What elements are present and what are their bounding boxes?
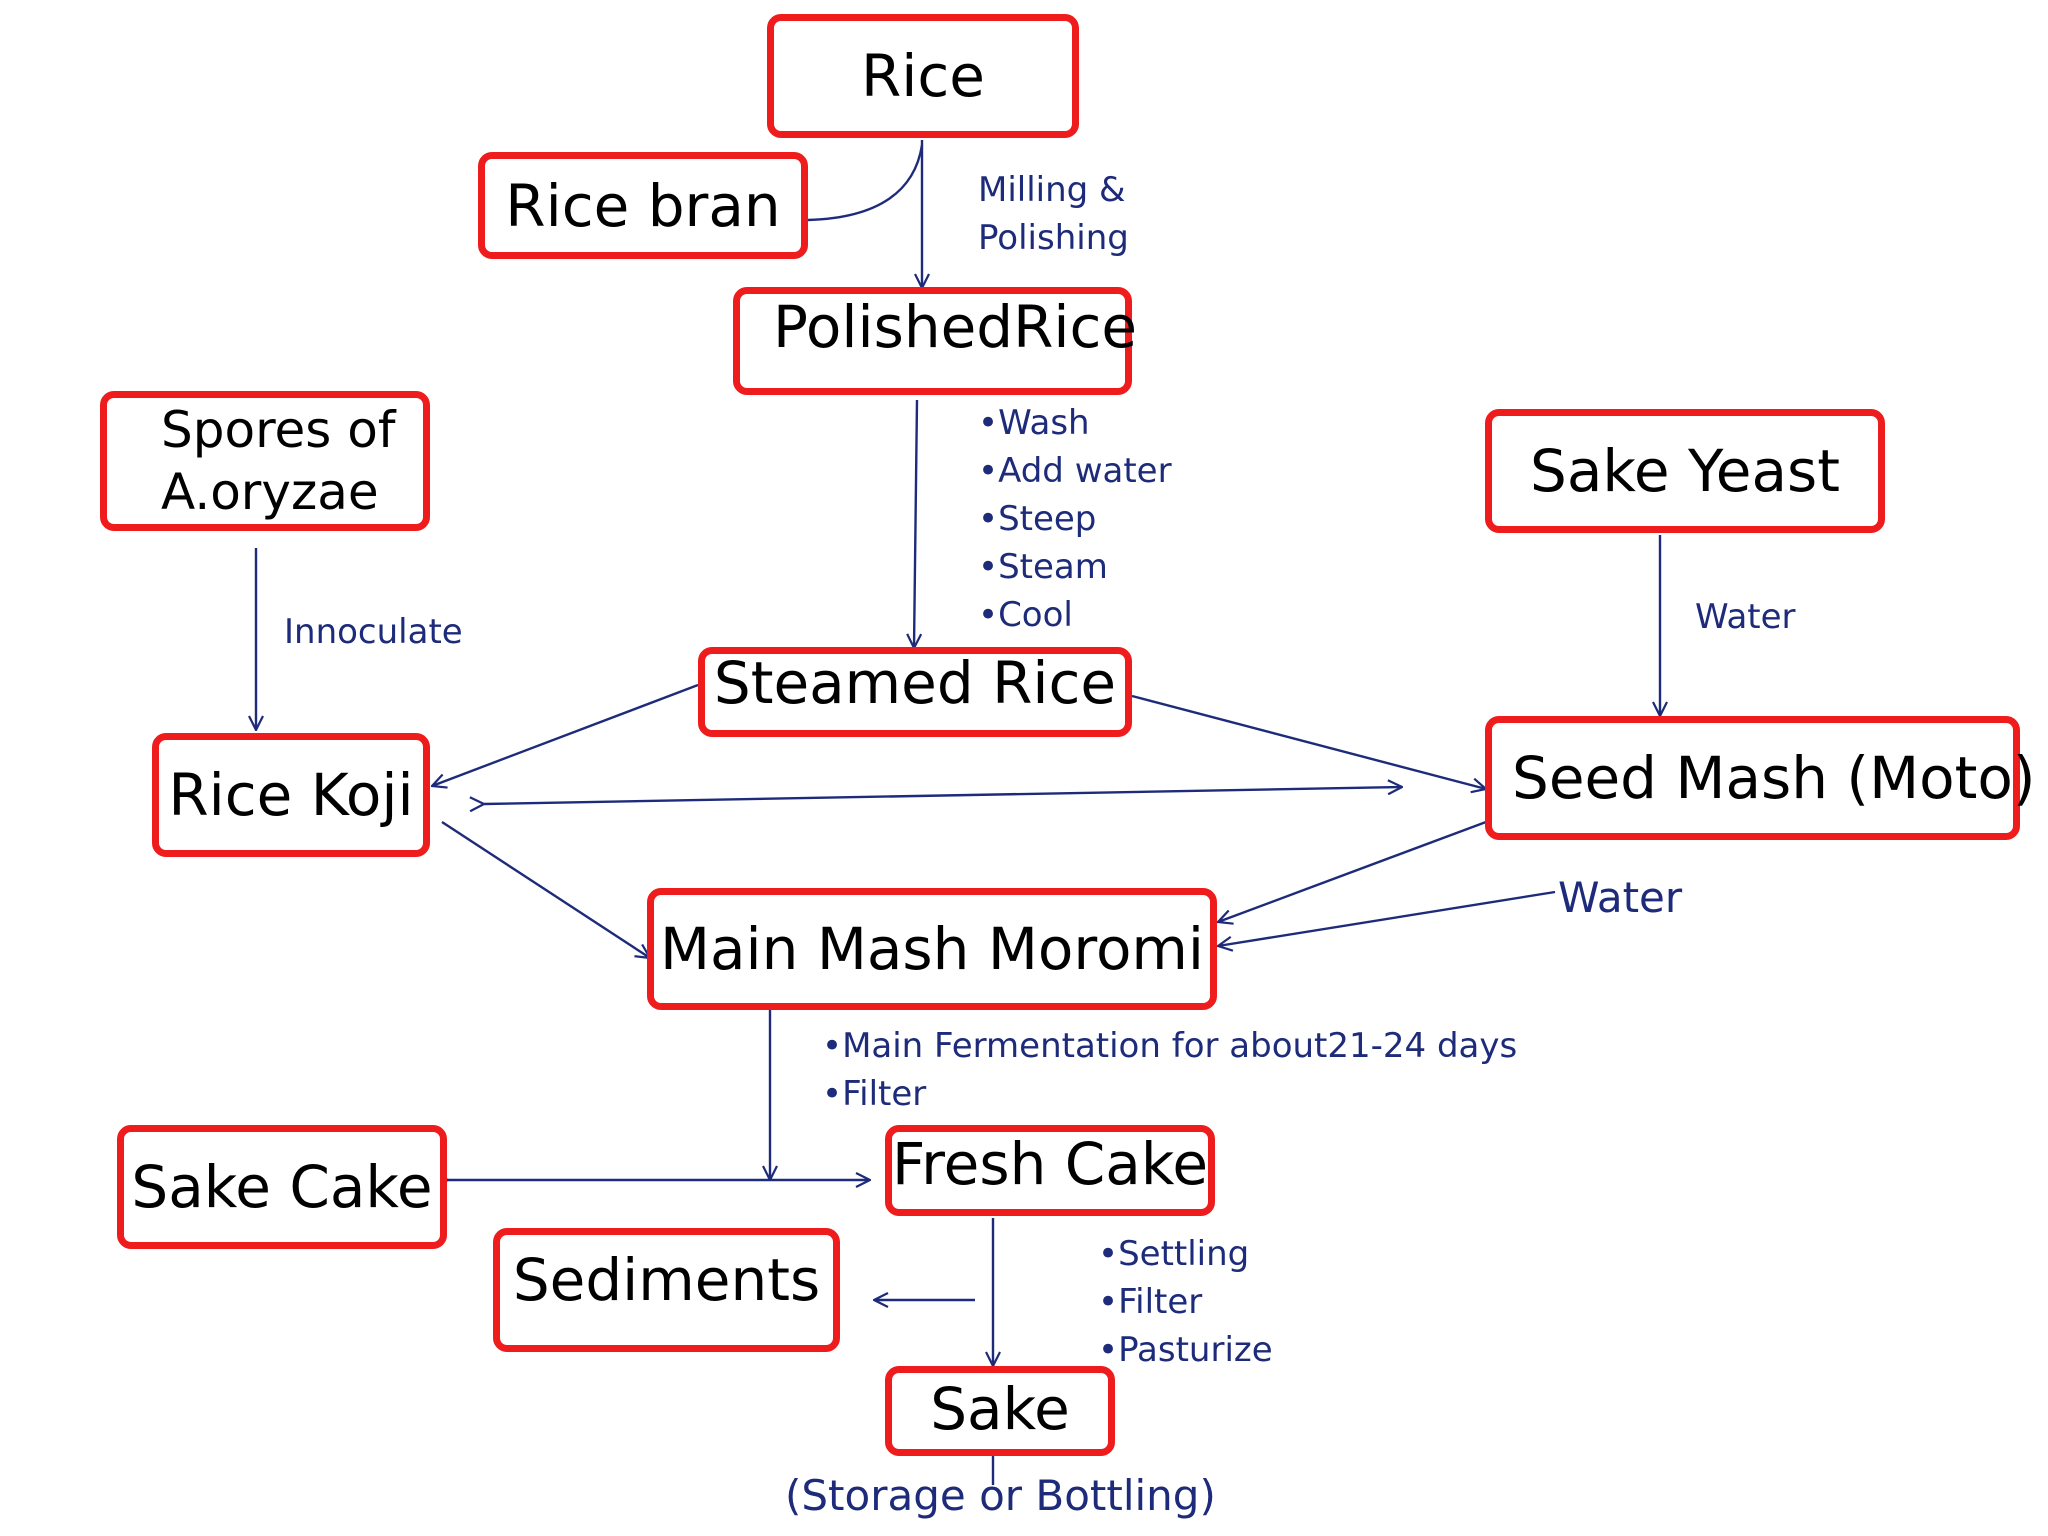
node-seed-mash: Seed Mash (Moto) xyxy=(1485,716,2035,840)
node-fresh-cake: Fresh Cake xyxy=(885,1125,1215,1216)
label-fermentation-steps: Main Fermentation for about21-24 days Fi… xyxy=(822,1022,1517,1118)
curve-rice-to-bran xyxy=(807,144,924,222)
node-sediments-label: Sediments xyxy=(512,1246,821,1314)
label-step-wash: Wash xyxy=(978,399,1172,447)
node-main-mash: Main Mash Moromi xyxy=(647,888,1217,1010)
arrow-koji-to-moromi xyxy=(441,820,650,958)
label-step-filter-2: Filter xyxy=(1098,1278,1273,1326)
node-rice-bran: Rice bran xyxy=(478,152,808,259)
label-milling-line2: Polishing xyxy=(978,218,1129,259)
node-rice-bran-label: Rice bran xyxy=(505,171,781,240)
node-fresh-cake-label: Fresh Cake xyxy=(891,1129,1209,1198)
label-water-moromi: Water xyxy=(1558,873,1683,922)
label-milling-line1: Milling & xyxy=(978,170,1126,210)
arrow-steamed-to-seedmash xyxy=(1131,694,1486,789)
node-sake-label: Sake xyxy=(930,1375,1070,1443)
node-polished-rice-label: PolishedRice xyxy=(773,293,1138,361)
node-rice-label: Rice xyxy=(861,42,985,110)
label-milling: Milling & Polishing xyxy=(978,166,1129,263)
arrow-koji-seedmash-bidirectional xyxy=(484,787,1402,804)
node-rice-koji-label: Rice Koji xyxy=(168,761,414,829)
node-sake-cake: Sake Cake xyxy=(117,1125,447,1249)
arrow-steamed-to-koji xyxy=(432,683,699,786)
node-sediments: Sediments xyxy=(493,1228,840,1352)
label-rice-prep-steps: Wash Add water Steep Steam Cool xyxy=(978,399,1172,639)
node-spores: Spores of A.oryzae xyxy=(100,391,430,531)
label-step-filter: Filter xyxy=(822,1070,1517,1118)
node-sake-yeast-label: Sake Yeast xyxy=(1530,437,1840,505)
node-spores-line1: Spores of xyxy=(161,400,396,459)
label-step-add-water: Add water xyxy=(978,447,1172,495)
label-step-settling: Settling xyxy=(1098,1230,1273,1278)
node-steamed-rice: Steamed Rice xyxy=(698,647,1132,737)
label-storage: (Storage or Bottling) xyxy=(785,1471,1216,1520)
label-step-cool: Cool xyxy=(978,591,1172,639)
label-water-yeast: Water xyxy=(1695,597,1796,637)
node-main-mash-label: Main Mash Moromi xyxy=(659,915,1205,983)
node-steamed-rice-label: Steamed Rice xyxy=(713,649,1117,717)
node-sake-cake-label: Sake Cake xyxy=(131,1153,433,1221)
node-rice: Rice xyxy=(767,14,1079,138)
node-spores-line2: A.oryzae xyxy=(161,463,379,521)
node-sake: Sake xyxy=(885,1366,1115,1456)
label-step-pasturize: Pasturize xyxy=(1098,1326,1273,1374)
arrow-polished-to-steamed xyxy=(914,399,917,648)
label-step-main-fermentation: Main Fermentation for about21-24 days xyxy=(822,1022,1517,1070)
label-innoculate: Innoculate xyxy=(284,612,463,652)
label-step-steep: Steep xyxy=(978,495,1172,543)
label-finishing-steps: Settling Filter Pasturize xyxy=(1098,1230,1273,1374)
node-seed-mash-label: Seed Mash (Moto) xyxy=(1512,744,2036,812)
label-step-steam: Steam xyxy=(978,543,1172,591)
arrow-seedmash-to-moromi xyxy=(1218,820,1487,922)
arrow-water-to-moromi xyxy=(1218,890,1556,946)
node-sake-yeast: Sake Yeast xyxy=(1485,409,1885,533)
node-polished-rice: PolishedRice xyxy=(733,287,1137,395)
node-rice-koji: Rice Koji xyxy=(152,733,430,857)
